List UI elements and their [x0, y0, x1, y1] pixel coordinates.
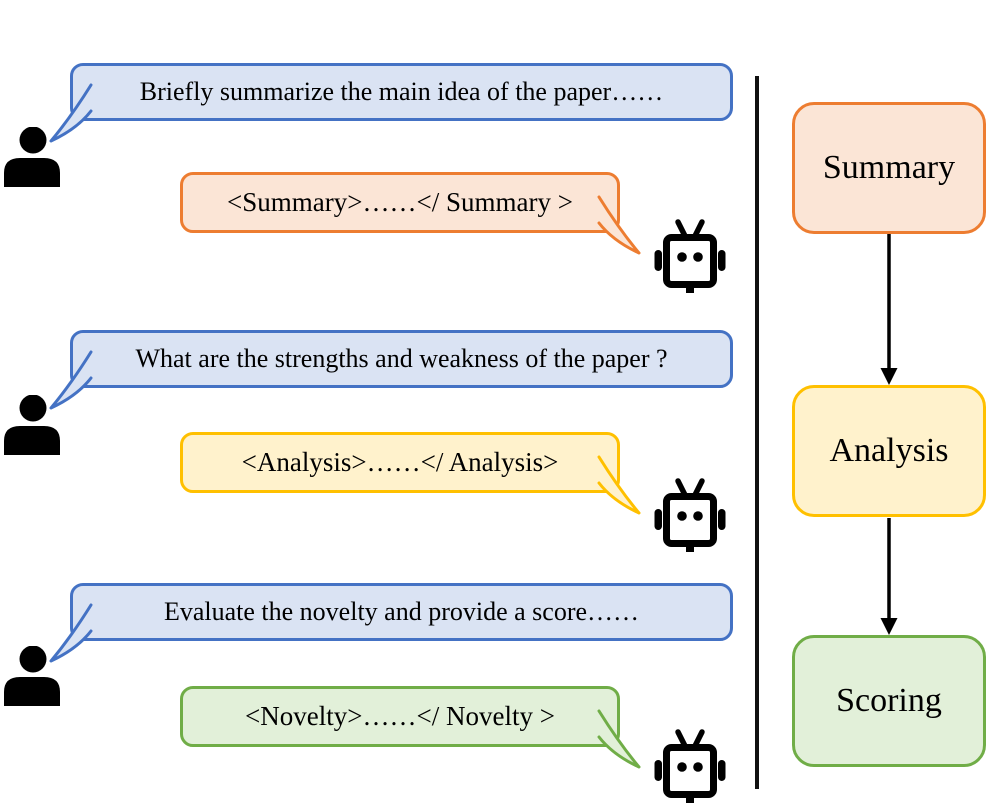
user-icon: [4, 127, 60, 187]
robot-icon: [654, 219, 726, 293]
user-prompt-text: Briefly summarize the main idea of the p…: [139, 76, 664, 106]
flow-step-scoring: Scoring: [792, 635, 986, 767]
bot-bubble-novelty-response: <Novelty>……</ Novelty >: [180, 686, 641, 769]
flow-step-label: Analysis: [829, 432, 949, 469]
flow-step-label: Scoring: [836, 682, 942, 719]
user-prompt-text: What are the strengths and weakness of t…: [135, 343, 668, 373]
down-arrow-icon: [880, 518, 898, 635]
robot-icon: [654, 729, 726, 803]
user-prompt-text: Evaluate the novelty and provide a score…: [163, 596, 640, 626]
bot-response-text: <Summary>……</ Summary >: [227, 186, 573, 217]
bot-response-text: <Novelty>……</ Novelty >: [245, 700, 555, 731]
vertical-divider: [755, 76, 759, 789]
robot-icon: [654, 478, 726, 552]
bot-bubble-analysis-response: <Analysis>……</ Analysis>: [180, 432, 641, 515]
flow-step-summary: Summary: [792, 102, 986, 234]
speech-tail-right: [597, 709, 641, 769]
user-bubble-novelty-prompt: Evaluate the novelty and provide a score…: [49, 583, 733, 663]
user-bubble-analysis-prompt: What are the strengths and weakness of t…: [49, 330, 733, 410]
bot-bubble-summary-response: <Summary>……</ Summary >: [180, 172, 641, 255]
speech-tail-right: [597, 195, 641, 255]
user-icon: [4, 646, 60, 706]
flow-step-label: Summary: [822, 149, 956, 186]
user-bubble-summary-prompt: Briefly summarize the main idea of the p…: [49, 63, 733, 143]
user-icon: [4, 395, 60, 455]
down-arrow-icon: [880, 234, 898, 385]
speech-tail-right: [597, 455, 641, 515]
bot-response-text: <Analysis>……</ Analysis>: [241, 446, 559, 477]
flow-step-analysis: Analysis: [792, 385, 986, 517]
